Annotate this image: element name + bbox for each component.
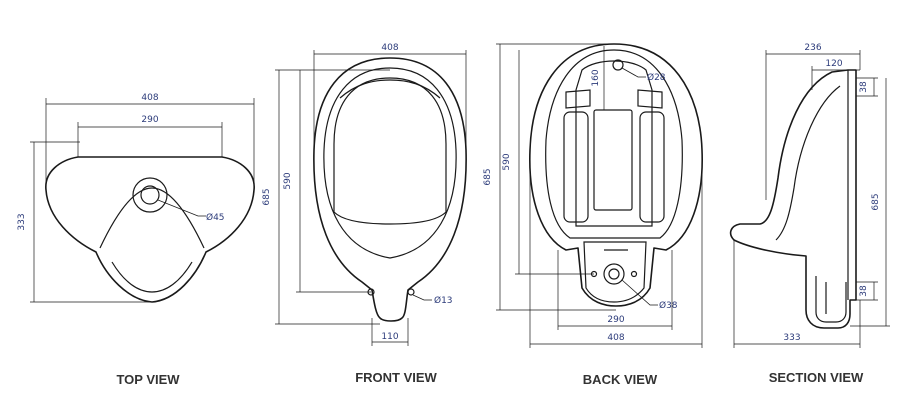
back-dim-685: 685 [483, 168, 493, 185]
front-view-bowl-rim [323, 67, 457, 259]
section-view-caption: SECTION VIEW [769, 370, 864, 385]
back-view-inner-shell [545, 49, 683, 239]
section-dim-236: 236 [804, 43, 821, 53]
front-dim-590: 590 [283, 172, 293, 189]
section-view-outline [729, 69, 857, 329]
back-view-outlet-ring [603, 263, 625, 285]
back-view-outlet-block [583, 241, 647, 303]
back-dim-290: 290 [607, 315, 624, 325]
front-view-caption: FRONT VIEW [355, 370, 437, 385]
section-view-inner-curve [775, 85, 841, 241]
back-view-panel-center [593, 109, 633, 211]
section-dim-38-top: 38 [859, 81, 869, 93]
top-view-inner-rim [111, 261, 193, 293]
top-view-inner-basin [99, 187, 205, 249]
section-dim-685: 685 [871, 193, 881, 210]
front-view-bowl-inner [333, 77, 447, 225]
back-view-mount-hole-right [630, 270, 638, 278]
back-dim-408: 408 [607, 333, 624, 343]
section-view-trap [815, 276, 847, 323]
back-dim-160: 160 [591, 69, 601, 86]
section-dim-38-bottom: 38 [859, 285, 869, 297]
front-dim-408: 408 [381, 43, 398, 53]
back-view-bracket-right [637, 89, 663, 109]
back-dim-outlet-hole: Ø38 [659, 300, 678, 311]
back-dim-top-hole: Ø28 [647, 72, 666, 83]
back-outlet-leader [621, 279, 658, 306]
back-view-panel-right [639, 111, 665, 223]
back-dim-590: 590 [502, 153, 512, 170]
section-dim-120: 120 [825, 59, 842, 69]
back-view-outlet-hole [608, 268, 620, 280]
back-view: 160 Ø28 590 685 Ø38 290 408 BACK VIEW [483, 43, 703, 387]
top-dim-408: 408 [141, 93, 158, 103]
top-dim-333: 333 [17, 213, 27, 230]
front-view-bowl-lip [339, 79, 441, 99]
top-dim-hole: Ø45 [206, 212, 225, 223]
top-view-outlet-ring [132, 177, 168, 213]
back-view-outline [529, 43, 703, 307]
top-view-caption: TOP VIEW [116, 372, 180, 387]
top-dim-290: 290 [141, 115, 158, 125]
top-view: 408 290 333 Ø45 TOP VIEW [17, 93, 255, 387]
section-view: 236 120 38 685 38 333 SECTION VIEW [729, 43, 890, 385]
back-view-frame [575, 60, 653, 227]
top-view-outlet-hole [140, 185, 160, 205]
section-dim-333: 333 [783, 333, 800, 343]
back-top-hole-leader [621, 67, 646, 78]
back-view-panel-left [563, 111, 589, 223]
front-view-mount-hole-right [407, 288, 415, 296]
top-hole-leader [157, 199, 206, 217]
front-view: 408 590 685 Ø13 110 FRONT VIEW [262, 43, 467, 385]
front-dim-110: 110 [381, 332, 398, 342]
back-view-bracket-left [565, 89, 591, 109]
front-dim-685: 685 [262, 188, 272, 205]
back-view-caption: BACK VIEW [583, 372, 658, 387]
top-view-outline [45, 156, 255, 303]
back-view-top-hole [612, 59, 624, 71]
front-dim-hole: Ø13 [434, 295, 453, 306]
front-view-outline [313, 57, 467, 322]
front-hole-leader [412, 294, 432, 301]
